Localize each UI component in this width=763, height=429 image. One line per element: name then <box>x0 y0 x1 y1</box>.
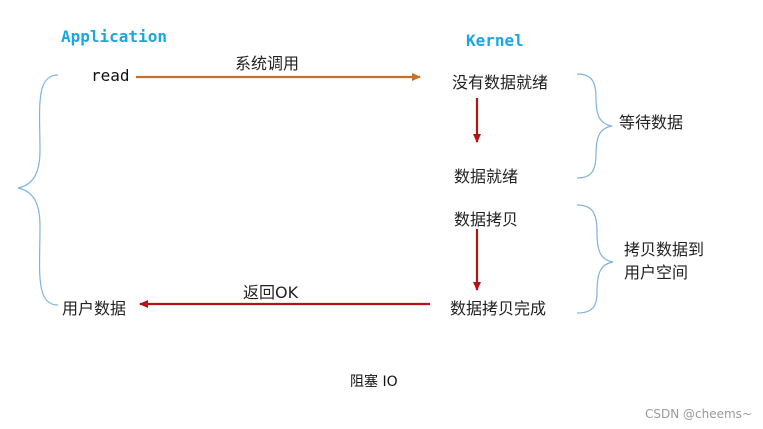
kernel-data-ready: 数据就绪 <box>454 167 519 186</box>
watermark: CSDN @cheems~ <box>645 407 752 421</box>
read-call: read <box>91 66 130 85</box>
phase-copy-line2: 用户空间 <box>624 263 689 282</box>
return-ok-label: 返回OK <box>243 283 299 302</box>
application-title: Application <box>61 27 167 46</box>
copy-brace <box>576 204 614 314</box>
syscall-label: 系统调用 <box>235 54 300 73</box>
left-brace <box>17 74 59 306</box>
diagram-caption: 阻塞 IO <box>350 374 398 390</box>
phase-wait-data: 等待数据 <box>619 113 684 132</box>
kernel-title: Kernel <box>466 31 524 50</box>
user-data-label: 用户数据 <box>62 299 127 318</box>
kernel-copy-done: 数据拷贝完成 <box>450 299 547 318</box>
kernel-data-copy: 数据拷贝 <box>454 210 519 229</box>
wait-brace <box>576 73 613 179</box>
phase-copy-line1: 拷贝数据到 <box>624 240 705 259</box>
kernel-no-data-ready: 没有数据就绪 <box>452 73 549 92</box>
